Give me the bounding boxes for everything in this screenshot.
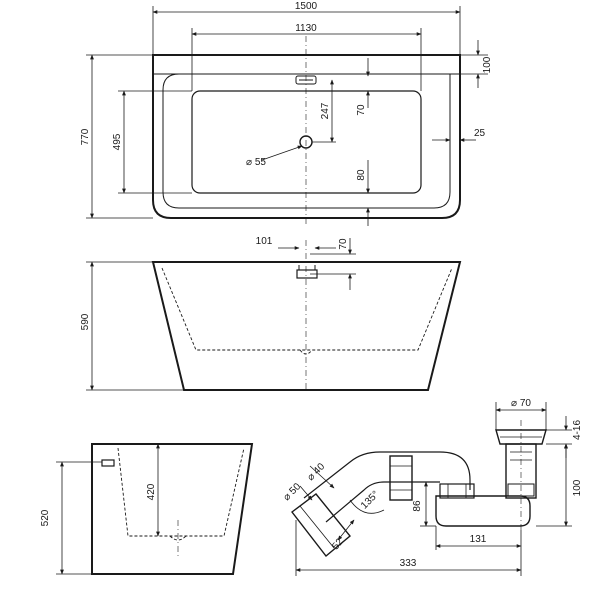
dim-overflow-offset-front: 101 [256, 236, 273, 247]
siphon-coupling-nut [389, 455, 413, 501]
dim-overflow-pipe-diameter: ⌀ 40 [305, 461, 327, 483]
dim-drain-diameter: ⌀ 55 [246, 157, 266, 168]
siphon-outlet-pipe [303, 451, 471, 499]
top-view [86, 6, 488, 226]
dim-height-side: 520 [40, 509, 51, 526]
drain-cap [495, 429, 547, 445]
siphon-trap-body [435, 495, 531, 527]
dim-drain-height: 100 [572, 479, 583, 496]
dim-rim-front: 80 [356, 169, 367, 181]
side-view-body [91, 443, 254, 575]
dim-horizontal-offset: 131 [470, 534, 487, 545]
dim-drain-cap-diameter: ⌀ 70 [511, 398, 531, 409]
siphon-assembly [291, 402, 572, 576]
top-view-labels: 1500 1130 770 495 100 70 247 80 25 ⌀ 55 [80, 1, 493, 181]
dim-inner-depth-side: 420 [146, 483, 157, 500]
dim-adjust-range: 4-16 [572, 420, 583, 440]
dim-height-front: 590 [80, 313, 91, 330]
front-view [86, 238, 462, 391]
dim-depth-inner: 495 [112, 133, 123, 150]
dim-trap-height: 86 [412, 500, 423, 512]
dim-depth-total: 770 [80, 128, 91, 145]
dim-rim-back: 100 [482, 56, 493, 73]
front-view-body [151, 261, 462, 391]
top-view-basin [191, 90, 422, 194]
dim-rim-side: 25 [474, 128, 486, 139]
dim-width-inner: 1130 [295, 23, 317, 34]
dim-outlet-diameter: ⌀ 50 [281, 481, 303, 503]
dim-overflow-offset: 70 [356, 104, 367, 116]
top-view-inner-contour [162, 73, 451, 209]
dim-width-total: 1500 [295, 1, 318, 12]
front-view-inner-dashed [161, 267, 453, 351]
side-view-inner-dashed [117, 447, 245, 537]
top-view-outer-rim [152, 54, 461, 219]
side-view-labels: 520 420 [40, 483, 157, 526]
dim-overflow-height-front: 70 [338, 238, 349, 250]
dim-total-length: 333 [400, 558, 417, 569]
siphon-labels: ⌀ 70 4-16 100 86 131 333 ⌀ 40 ⌀ 50 52 13… [281, 398, 583, 569]
dim-angle: 135° [359, 489, 381, 511]
side-view [56, 443, 254, 575]
front-view-labels: 101 70 590 [80, 236, 349, 330]
dim-overflow-to-drain: 247 [320, 102, 331, 119]
